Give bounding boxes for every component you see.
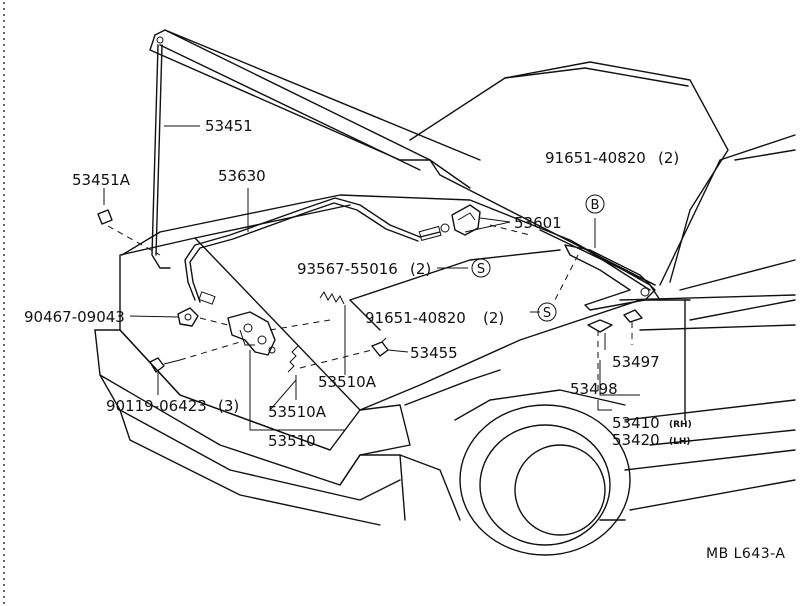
ref-s1-label: S [477,262,485,277]
part-labels: 53451 53451A 53630 53601 91651-40820 (2)… [24,117,785,562]
label-53420: 53420 [612,431,660,449]
hood-cushions [587,309,643,333]
label-90467: 90467-09043 [24,308,125,326]
label-91651-b-qty: (2) [658,149,679,167]
hood-lock-assembly [227,311,276,356]
label-53510: 53510 [268,432,316,450]
car-body [94,61,796,556]
hood [149,29,656,286]
label-91651-b: 91651-40820 [545,149,646,167]
clip [371,337,389,357]
label-53601: 53601 [514,214,562,232]
label-53630: 53630 [218,167,266,185]
ref-s2-label: S [543,306,551,321]
label-53410-suffix: (RH) [669,420,692,430]
label-53498: 53498 [570,380,618,398]
hood-lock-bolt [177,307,199,327]
label-93567-qty: (2) [410,260,431,278]
label-53451: 53451 [205,117,253,135]
label-53497: 53497 [612,353,660,371]
label-53455: 53455 [410,344,458,362]
label-53410: 53410 [612,414,660,432]
release-cable [184,197,450,305]
release-lever [451,204,481,236]
lock-springs [287,291,345,373]
ref-circle-s2 [537,302,557,322]
label-53451a: 53451A [72,171,131,189]
label-53420-suffix: (LH) [669,437,691,447]
leader-lines [103,125,640,431]
label-91651-s: 91651-40820 [365,309,466,327]
hood-hinge [564,244,656,311]
label-90119: 90119-06423 [106,397,207,415]
assembly-lines [199,224,633,395]
ref-circle-s1 [471,258,491,278]
label-53510a-upper: 53510A [318,373,377,391]
lock-screw [149,341,241,373]
ref-markers: B S S [471,194,605,322]
hood-support-rod [151,44,171,269]
label-91651-s-qty: (2) [483,309,504,327]
ref-b-label: B [591,198,600,213]
ref-circle-b [585,194,605,214]
diagram-code: MB L643-A [706,546,785,562]
label-53510a-lower: 53510A [268,403,327,421]
support-rod-grommet [97,209,161,256]
label-90119-qty: (3) [218,397,239,415]
label-93567: 93567-55016 [297,260,398,278]
